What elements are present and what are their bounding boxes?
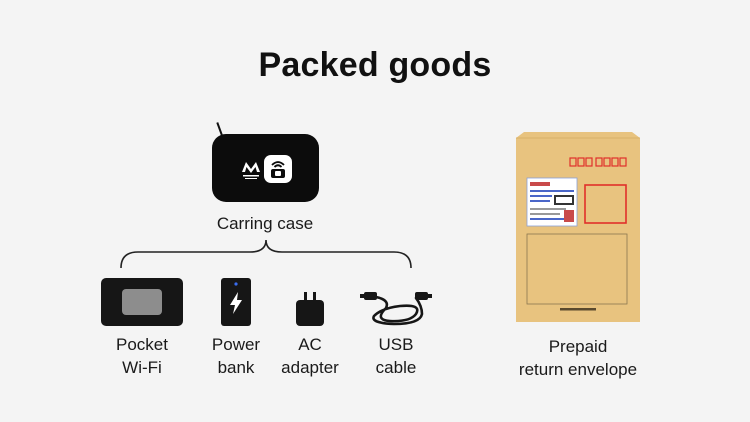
carrying-case-label: Carring case (216, 214, 314, 233)
carrying-case-icon (212, 134, 319, 202)
envelope-line1: Prepaid (548, 337, 608, 356)
item-line1: Power (211, 335, 261, 354)
item-power-bank: Power bank (186, 333, 286, 379)
item-line2: bank (217, 358, 255, 377)
power-bank-icon (221, 278, 251, 326)
item-line1: AC (298, 335, 322, 354)
ac-adapter-icon (296, 292, 324, 326)
pocket-wifi-icon (101, 278, 183, 326)
item-line1: USB (378, 335, 414, 354)
item-line2: Wi-Fi (122, 358, 162, 377)
item-ac-adapter: AC adapter (260, 333, 360, 379)
envelope-label: Prepaid return envelope (498, 335, 658, 381)
item-line2: cable (375, 358, 417, 377)
return-envelope-icon (516, 132, 640, 322)
envelope-line2: return envelope (518, 360, 638, 379)
grouping-brace (120, 239, 412, 269)
usb-cable-icon (360, 292, 432, 326)
item-line1: Pocket (116, 335, 168, 354)
wifi-router-icon (264, 155, 292, 183)
item-pocket-wifi: Pocket Wi-Fi (92, 333, 192, 379)
page-title: Packed goods (258, 46, 492, 84)
mobile-logo-icon (242, 162, 260, 179)
item-usb-cable: USB cable (346, 333, 446, 379)
item-line2: adapter (281, 358, 339, 377)
